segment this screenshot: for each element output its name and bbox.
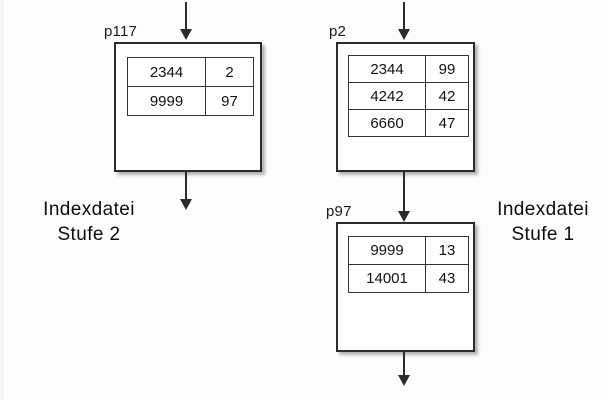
index-key-cell: 2344: [348, 55, 426, 83]
index-table-p117: 2344 2 9999 97: [127, 57, 254, 116]
index-pointer-cell: 97: [205, 86, 254, 116]
node-label-p2: p2: [329, 23, 347, 40]
index-key-cell: 14001: [348, 264, 426, 293]
index-key-cell: 6660: [348, 109, 426, 137]
index-table-p2: 2344 99 4242 42 6660 47: [348, 55, 469, 137]
index-key-cell: 9999: [348, 236, 426, 265]
index-key-cell: 9999: [127, 86, 206, 116]
table-row: 4242 42: [348, 82, 469, 110]
caption-right-line2: Stufe 1: [511, 224, 575, 246]
arrow-p2-to-p97: [398, 172, 410, 222]
caption-indexdatei-stufe-1: Indexdatei Stufe 1: [487, 197, 599, 247]
left-edge-strip: [0, 0, 4, 400]
node-label-p117: p117: [104, 23, 138, 40]
table-row: 9999 97: [127, 86, 254, 116]
table-row: 6660 47: [348, 109, 469, 137]
table-row: 2344 99: [348, 55, 469, 83]
index-key-cell: 2344: [127, 57, 206, 87]
index-table-p97: 9999 13 14001 43: [348, 236, 469, 293]
node-label-p97: p97: [326, 203, 352, 220]
caption-left-line2: Stufe 2: [57, 224, 121, 246]
table-row: 2344 2: [127, 57, 254, 87]
table-row: 14001 43: [348, 264, 469, 293]
caption-left-line1: Indexdatei: [43, 199, 135, 220]
index-key-cell: 4242: [348, 82, 426, 110]
arrow-from-p97: [398, 352, 410, 386]
index-pointer-cell: 47: [425, 109, 469, 137]
index-pointer-cell: 2: [205, 57, 254, 87]
index-pointer-cell: 42: [425, 82, 469, 110]
arrow-into-p117: [180, 2, 192, 40]
index-pointer-cell: 99: [425, 55, 469, 83]
caption-right-line1: Indexdatei: [497, 199, 589, 220]
arrow-into-p2: [398, 2, 410, 40]
index-pointer-cell: 13: [425, 236, 469, 265]
table-row: 9999 13: [348, 236, 469, 265]
caption-indexdatei-stufe-2: Indexdatei Stufe 2: [14, 197, 164, 247]
arrow-from-p117: [180, 172, 192, 210]
index-pointer-cell: 43: [425, 264, 469, 293]
